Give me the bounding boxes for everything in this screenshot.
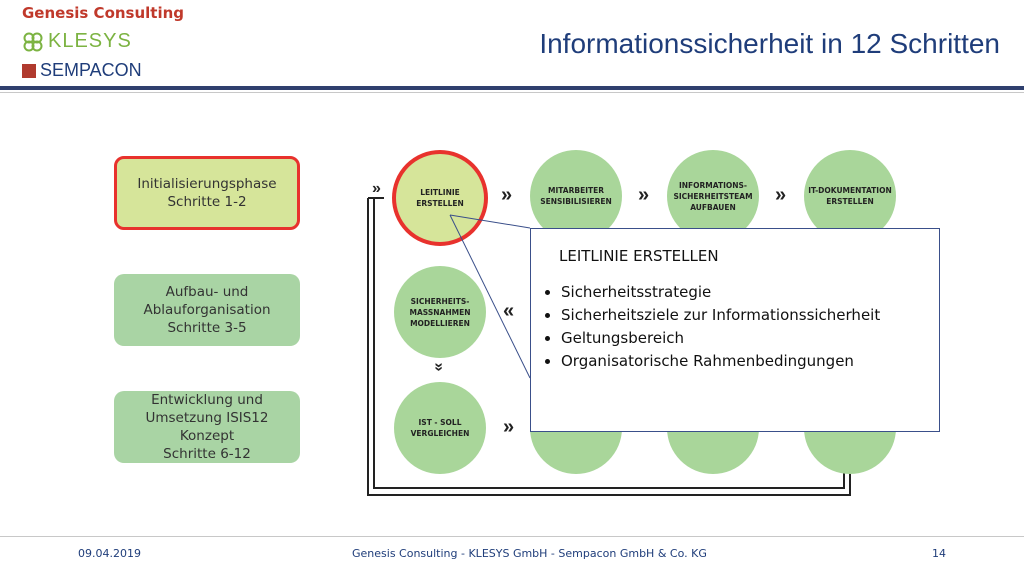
footer-company: Genesis Consulting - KLESYS GmbH - Sempa… xyxy=(352,547,707,560)
footer-divider xyxy=(0,536,1024,537)
popup-list: Sicherheitsstrategie Sicherheitsziele zu… xyxy=(541,281,880,373)
slide-title: Informationssicherheit in 12 Schritten xyxy=(539,28,1000,59)
phase-entwicklung[interactable]: Entwicklung und Umsetzung ISIS12 Konzept… xyxy=(114,391,300,463)
leitlinie-popup: LEITLINIE ERSTELLEN Sicherheitsstrategie… xyxy=(530,228,940,432)
phase-line: Schritte 6-12 xyxy=(163,446,251,462)
popup-list-item: Organisatorische Rahmenbedingungen xyxy=(561,350,880,373)
arrow-right-icon: » xyxy=(638,184,650,206)
step-ist-soll-vergleichen[interactable]: IST - SOLL VERGLEICHEN xyxy=(394,382,486,474)
arrow-left-icon: « xyxy=(503,300,515,322)
footer-page-number: 14 xyxy=(932,547,946,560)
step-label: IT-DOKUMENTATION ERSTELLEN xyxy=(808,186,892,206)
step-label: LEITLINIE ERSTELLEN xyxy=(416,188,464,208)
footer-date: 09.04.2019 xyxy=(78,547,141,560)
popup-list-item: Sicherheitsstrategie xyxy=(561,281,880,304)
arrow-right-icon: » xyxy=(503,416,515,438)
step-mitarbeiter-sensibilisieren[interactable]: MITARBEITER SENSIBILISIEREN xyxy=(530,150,622,242)
phase-aufbau[interactable]: Aufbau- und Ablauforganisation Schritte … xyxy=(114,274,300,346)
brand-genesis-logo: Genesis Consulting xyxy=(22,4,185,22)
clover-icon xyxy=(23,32,43,51)
phase-line: Initialisierungsphase xyxy=(137,176,277,192)
sempacon-mark-icon xyxy=(22,63,36,78)
popup-title: LEITLINIE ERSTELLEN xyxy=(559,247,719,265)
header-divider xyxy=(0,86,1024,90)
callout-pointer xyxy=(449,214,531,379)
brand-sempacon-logo: SEMPACON xyxy=(22,60,142,81)
phase-line: Aufbau- und xyxy=(165,284,249,300)
step-label: IST - SOLL VERGLEICHEN xyxy=(410,418,470,438)
feedback-loop-line xyxy=(367,197,851,496)
header-divider-thin xyxy=(0,92,1024,93)
popup-list-item: Geltungsbereich xyxy=(561,327,880,350)
step-label: SICHERHEITS- MASSNAHMEN MODELLIEREN xyxy=(409,296,471,328)
phase-line: Ablauforganisation xyxy=(143,302,271,318)
phase-line: Entwicklung und xyxy=(151,392,263,408)
phase-line: Schritte 3-5 xyxy=(167,320,247,336)
phase-line: Schritte 1-2 xyxy=(167,194,247,210)
brand-klesys-logo: KLESYS xyxy=(22,30,132,53)
step-sicherheitsteam-aufbauen[interactable]: INFORMATIONS- SICHERHEITSTEAM AUFBAUEN xyxy=(667,150,759,242)
popup-list-item: Sicherheitsziele zur Informationssicherh… xyxy=(561,304,880,327)
brand-sempacon-text: SEMPACON xyxy=(40,60,142,80)
phase-line: Konzept xyxy=(179,428,235,444)
step-it-dokumentation-erstellen[interactable]: IT-DOKUMENTATION ERSTELLEN xyxy=(804,150,896,242)
phase-line: Umsetzung ISIS12 xyxy=(145,410,269,426)
arrow-right-icon: » xyxy=(775,184,787,206)
brand-klesys-text: KLESYS xyxy=(48,30,132,52)
arrow-right-icon: » xyxy=(501,184,513,206)
step-label: MITARBEITER SENSIBILISIEREN xyxy=(540,186,612,206)
step-leitlinie-erstellen[interactable]: LEITLINIE ERSTELLEN xyxy=(392,150,488,246)
step-massnahmen-modellieren[interactable]: SICHERHEITS- MASSNAHMEN MODELLIEREN xyxy=(394,266,486,358)
loop-arrow-icon: » xyxy=(372,180,381,197)
step-label: INFORMATIONS- SICHERHEITSTEAM AUFBAUEN xyxy=(673,180,753,212)
phase-initialisierung[interactable]: Initialisierungsphase Schritte 1-2 xyxy=(114,156,300,230)
